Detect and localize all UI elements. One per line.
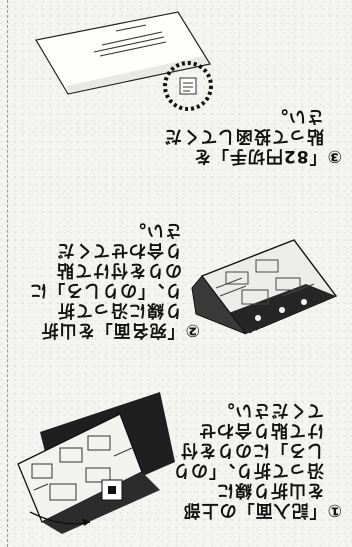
cut-line bbox=[7, 0, 8, 547]
step1-instruction: ①「記入面」の上部 を山折り線に 沿って折り、「のり しろ」にのりを付 けて貼り… bbox=[172, 400, 342, 520]
envelope-illustration bbox=[35, 11, 211, 95]
folding-form-illustration bbox=[17, 392, 175, 534]
step2-instruction: ②「宛名面」を山折 り線に沿って折 り、「のりしろ」に のりを付けて貼 り合わせ… bbox=[29, 220, 200, 340]
stamp-circle-icon bbox=[163, 61, 213, 111]
folded-form-illustration bbox=[191, 239, 338, 343]
step3-instruction: ③「82円切手」を 貼って投函してくだ さい。 bbox=[163, 106, 342, 166]
